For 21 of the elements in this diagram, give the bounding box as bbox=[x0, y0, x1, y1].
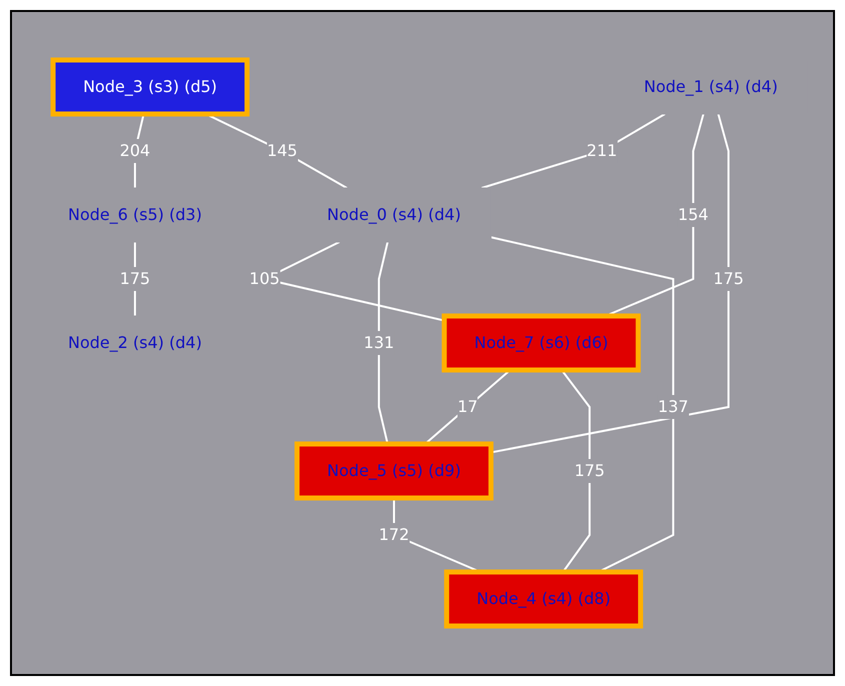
node-text: Node_2 (s4) (d4) bbox=[68, 333, 202, 352]
node-text: Node_1 (s4) (d4) bbox=[643, 77, 778, 96]
node-text: Node_6 (s5) (d3) bbox=[68, 205, 202, 224]
edge-label: 154 bbox=[678, 205, 708, 224]
edge-label: 131 bbox=[363, 333, 394, 352]
node-text: Node_0 (s4) (d4) bbox=[326, 205, 461, 224]
edge-label: 137 bbox=[658, 397, 688, 416]
edge-label: 105 bbox=[248, 269, 280, 288]
node-box: Node_4 (s4) (d8) bbox=[444, 570, 643, 628]
edge-label: 172 bbox=[378, 525, 409, 544]
edge-label: 175 bbox=[712, 269, 744, 288]
node-box: Node_5 (s5) (d9) bbox=[294, 442, 494, 500]
edge-label: 175 bbox=[119, 269, 150, 288]
edge-label: 204 bbox=[119, 141, 150, 160]
edge-label: 17 bbox=[457, 397, 478, 416]
edge-label: 175 bbox=[574, 461, 604, 480]
node-box: Node_7 (s6) (d6) bbox=[441, 314, 640, 372]
edge-label: 211 bbox=[586, 141, 617, 160]
connector bbox=[481, 113, 665, 189]
edge-label: 145 bbox=[266, 141, 298, 160]
node-box: Node_3 (s3) (d5) bbox=[50, 58, 250, 116]
